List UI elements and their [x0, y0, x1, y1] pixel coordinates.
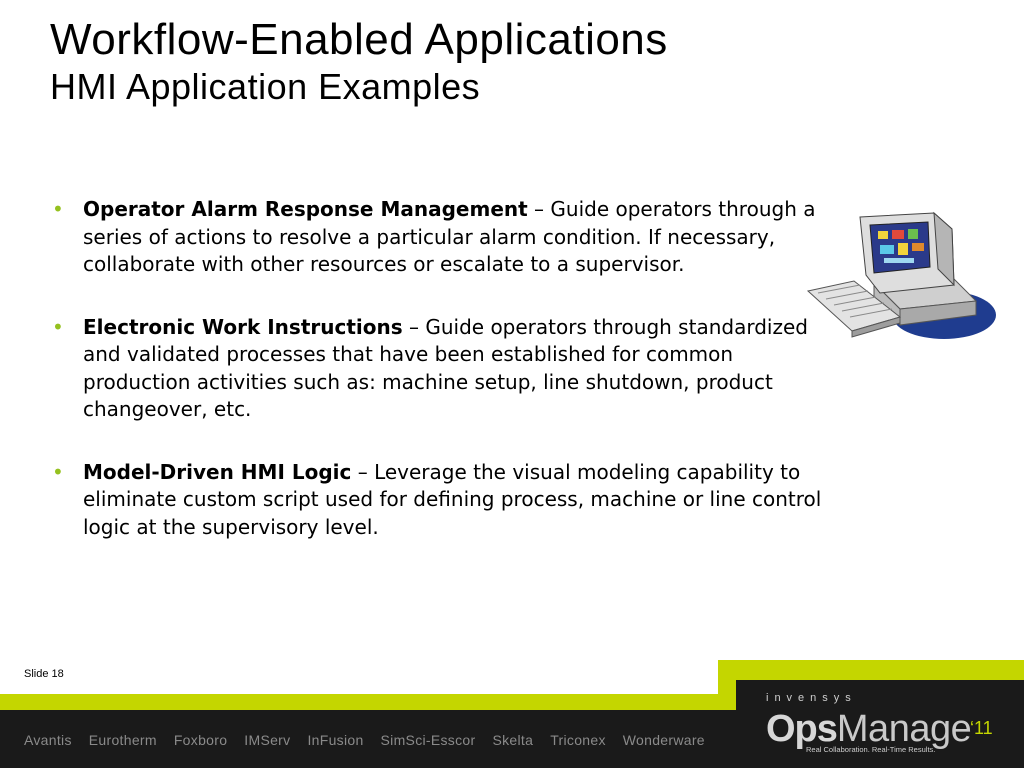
bullet-dot-icon: •	[52, 459, 64, 484]
bullet-heading: Electronic Work Instructions	[83, 314, 403, 339]
slide-title: Workflow-Enabled Applications	[50, 15, 668, 64]
logo-year: ‘11	[970, 718, 993, 738]
brand-list: Avantis Eurotherm Foxboro IMServ InFusio…	[24, 732, 722, 748]
bullet-heading: Operator Alarm Response Management	[83, 197, 528, 221]
brand-item: Wonderware	[622, 732, 705, 748]
logo-manage: Manage	[836, 708, 972, 750]
bullet-list: • Operator Alarm Response Management – G…	[52, 196, 832, 576]
bullet-text: – Guide operators through standardized a…	[83, 314, 808, 422]
bullet-item: • Model-Driven HMI Logic – Leverage the …	[52, 459, 832, 542]
brand-item: SimSci-Esscor	[380, 732, 476, 748]
brand-item: InFusion	[307, 732, 364, 748]
brand-item: Foxboro	[173, 732, 228, 748]
brand-item: Triconex	[550, 732, 606, 748]
bullet-heading: Model-Driven HMI Logic	[83, 459, 352, 484]
bullet-text: – Leverage the visual modeling capabilit…	[83, 459, 822, 539]
bullet-item: • Operator Alarm Response Management – G…	[52, 196, 832, 279]
logo-tagline: Real Collaboration. Real-Time Results.	[806, 745, 936, 754]
slide-number: Slide 18	[24, 668, 64, 680]
bullet-item: • Electronic Work Instructions – Guide o…	[52, 314, 832, 424]
brand-item: IMServ	[244, 732, 291, 748]
company-wordmark: invensys	[766, 692, 857, 704]
opsmanage-logo: OpsManage ‘11	[766, 708, 993, 751]
computer-workstation-icon	[806, 211, 996, 339]
slide-subtitle: HMI Application Examples	[50, 66, 481, 107]
brand-item: Avantis	[24, 732, 72, 748]
bullet-dot-icon: •	[52, 197, 64, 221]
brand-item: Eurotherm	[88, 732, 157, 748]
brand-item: Skelta	[492, 732, 534, 748]
bullet-dot-icon: •	[52, 314, 64, 339]
logo-ops: Ops	[766, 708, 838, 750]
footer-band	[0, 660, 1024, 768]
bullet-text: – Guide operators through a series of ac…	[83, 197, 816, 276]
title-block: Workflow-Enabled Applications HMI Applic…	[50, 14, 668, 108]
